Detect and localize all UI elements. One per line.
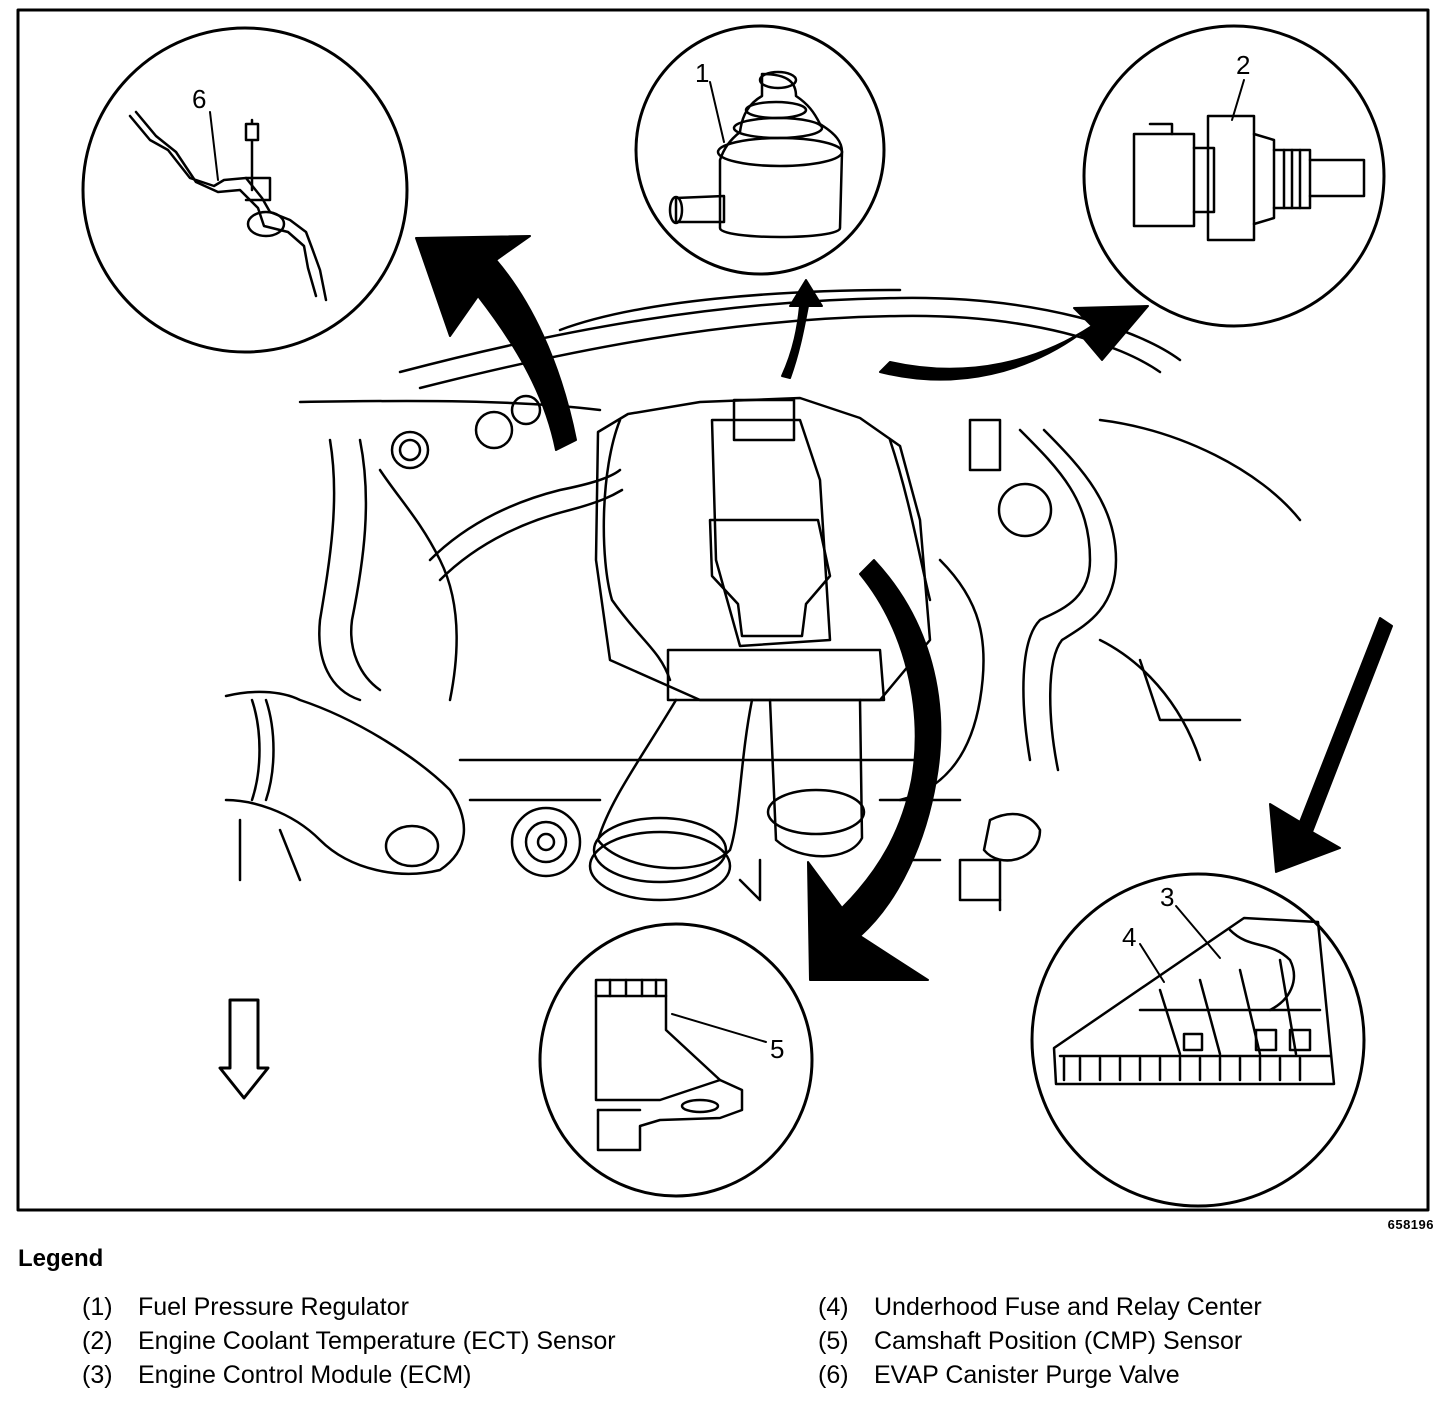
detail-circle-purge-valve [81,26,409,354]
legend-item-label: Engine Coolant Temperature (ECT) Sensor [138,1327,616,1355]
arrow-to-fuel-pressure-regulator [781,279,823,379]
legend-item-number: (2) [82,1327,113,1355]
arrow-to-purge-valve [415,235,577,451]
figure-id: 658196 [1387,1217,1434,1232]
legend-item: (5) Camshaft Position (CMP) Sensor [818,1327,1262,1361]
detail-circle-fuel-pressure-regulator [634,24,886,276]
diagram-frame [16,8,1430,1212]
legend-item-number: (1) [82,1293,113,1321]
legend-item: (4) Underhood Fuse and Relay Center [818,1293,1262,1327]
arrow-to-ect-sensor [879,305,1149,381]
legend-item-label: Fuel Pressure Regulator [138,1293,409,1321]
legend-item-number: (3) [82,1361,113,1389]
legend-column-right: (4) Underhood Fuse and Relay Center (5) Ca… [818,1293,1262,1395]
legend-item: (3) Engine Control Module (ECM) [82,1361,616,1395]
legend-title: Legend [18,1245,104,1272]
arrow-to-cmp-sensor [807,559,942,981]
legend-item: (2) Engine Coolant Temperature (ECT) Sens… [82,1327,616,1361]
legend-column-left: (1) Fuel Pressure Regulator (2) Engine Coo… [82,1293,616,1395]
legend-item-label: Underhood Fuse and Relay Center [874,1293,1262,1321]
legend-item-number: (4) [818,1293,849,1321]
locator-arrows [415,235,1393,981]
detail-circle-ect-sensor [1082,24,1386,328]
arrow-to-fuse-relay-center [1269,617,1393,873]
legend-item-number: (6) [818,1361,849,1389]
detail-circle-cmp-sensor [538,922,814,1198]
front-of-vehicle-arrow-icon [218,998,270,1100]
callout-1: 1 [695,58,709,88]
callout-3: 3 [1160,882,1174,912]
engine-compartment-illustration [224,288,1302,912]
callout-4: 4 [1122,922,1136,952]
callout-5: 5 [770,1034,784,1064]
detail-circle-fuse-relay-center [1030,872,1366,1208]
legend-item-label: Camshaft Position (CMP) Sensor [874,1327,1243,1355]
legend-item-label: Engine Control Module (ECM) [138,1361,472,1389]
callout-6: 6 [192,84,206,114]
legend-item-label: EVAP Canister Purge Valve [874,1361,1180,1389]
legend-item: (6) EVAP Canister Purge Valve [818,1361,1262,1395]
legend-item-number: (5) [818,1327,849,1355]
legend-item: (1) Fuel Pressure Regulator [82,1293,616,1327]
callout-2: 2 [1236,50,1250,80]
